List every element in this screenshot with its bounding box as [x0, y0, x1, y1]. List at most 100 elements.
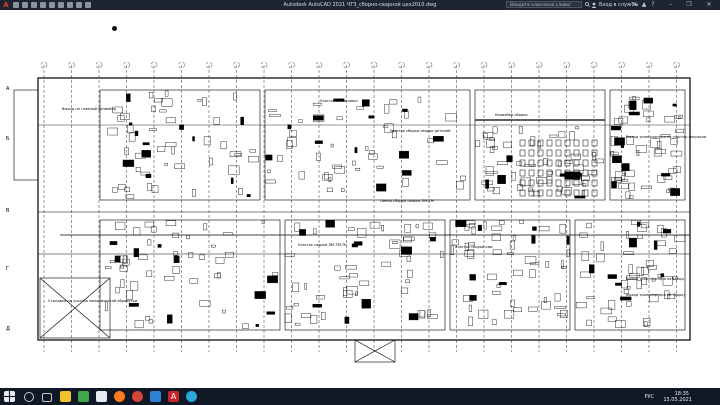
- equipment-block: [651, 277, 656, 282]
- equipment-block: [559, 224, 567, 234]
- help-icon[interactable]: ?: [651, 1, 655, 8]
- equipment-block: [668, 187, 676, 191]
- print-icon[interactable]: [49, 2, 55, 8]
- equipment-block: [339, 276, 350, 280]
- opera-icon[interactable]: [132, 391, 143, 402]
- column-axis-marker: [260, 61, 268, 69]
- equipment-block: [405, 279, 410, 283]
- equipment-block: [286, 140, 293, 149]
- equipment-block: [660, 273, 665, 277]
- clock-time[interactable]: 18:35: [674, 391, 689, 397]
- save-icon[interactable]: [31, 2, 37, 8]
- undo-icon[interactable]: [58, 2, 64, 8]
- equipment-block: [629, 100, 637, 110]
- search-input[interactable]: Введите ключевое слово/фразу: [506, 1, 582, 15]
- mail-icon[interactable]: [150, 391, 161, 402]
- search-taskbar-icon[interactable]: [24, 392, 34, 402]
- equipment-block: [383, 124, 388, 129]
- task-view-icon[interactable]: [42, 393, 52, 402]
- edge-icon[interactable]: [186, 391, 197, 402]
- equipment-block: [404, 224, 412, 233]
- autocad-logo[interactable]: A: [3, 1, 9, 9]
- equipment-block: [570, 153, 581, 160]
- minimize-button[interactable]: –: [669, 1, 673, 8]
- windows-start-icon[interactable]: [4, 391, 15, 402]
- equipment-block: [432, 136, 444, 142]
- equipment-block: [344, 316, 350, 324]
- exchange-apps-icon[interactable]: ✕: [632, 1, 638, 8]
- file-explorer-icon[interactable]: [60, 391, 71, 402]
- workstation-block: [582, 189, 589, 197]
- equipment-block: [242, 323, 249, 329]
- equipment-block: [130, 281, 139, 291]
- equipment-block: [173, 255, 180, 263]
- equipment-block: [299, 229, 306, 236]
- equipment-block: [628, 264, 633, 274]
- equipment-block: [625, 169, 635, 177]
- sign-in-link[interactable]: Вход в службы: [599, 2, 639, 8]
- equipment-block: [520, 177, 531, 186]
- equipment-block: [203, 136, 211, 146]
- workstation-block: [582, 149, 589, 157]
- restore-button[interactable]: ❐: [686, 1, 692, 8]
- workstation-block: [555, 169, 562, 177]
- autodesk-account-icon[interactable]: ▲: [641, 1, 647, 8]
- language-indicator[interactable]: РУС: [644, 394, 654, 400]
- column-axis-marker: [453, 61, 460, 69]
- equipment-block: [341, 188, 345, 192]
- equipment-block: [117, 115, 125, 122]
- equipment-block: [402, 236, 412, 243]
- equipment-block: [384, 123, 394, 133]
- clock-date[interactable]: 15.05.2021: [663, 397, 692, 403]
- equipment-block: [557, 160, 562, 167]
- app-green-icon[interactable]: [78, 391, 89, 402]
- search-icon[interactable]: [585, 2, 590, 7]
- customize-quick-access-icon[interactable]: [85, 2, 91, 8]
- equipment-block: [569, 131, 575, 141]
- equipment-block: [115, 286, 120, 294]
- workstation-block: [528, 149, 535, 157]
- title-bar: A Autodesk AutoCAD 2021 ЧТЗ_сборно-сварн…: [0, 0, 720, 15]
- equipment-block: [261, 219, 265, 224]
- close-button[interactable]: ✕: [706, 1, 712, 8]
- equipment-block: [643, 318, 651, 327]
- workstation-block: [546, 149, 553, 157]
- equipment-block: [126, 93, 131, 102]
- user-icon[interactable]: [591, 2, 597, 8]
- equipment-block: [571, 176, 582, 185]
- equipment-block: [345, 265, 357, 270]
- equipment-block: [497, 174, 506, 184]
- new-file-icon[interactable]: [13, 2, 19, 8]
- open-file-icon[interactable]: [22, 2, 28, 8]
- equipment-block: [579, 232, 588, 238]
- workstation-block: [546, 169, 553, 177]
- autocad-taskbar-icon[interactable]: A: [168, 391, 179, 402]
- equipment-block: [330, 143, 334, 148]
- equipment-block: [349, 273, 358, 278]
- app-white-icon[interactable]: [96, 391, 107, 402]
- workstation-block: [564, 169, 571, 177]
- share-icon[interactable]: [76, 2, 82, 8]
- equipment-block: [249, 149, 256, 153]
- equipment-block: [471, 226, 476, 235]
- equipment-block: [513, 269, 523, 276]
- equipment-block: [510, 299, 515, 307]
- equipment-block: [611, 177, 622, 183]
- equipment-block: [402, 170, 412, 176]
- redo-icon[interactable]: [67, 2, 73, 8]
- workstation-block: [582, 139, 589, 147]
- equipment-block: [304, 283, 307, 290]
- equipment-block: [487, 273, 497, 281]
- firefox-icon[interactable]: [114, 391, 125, 402]
- equipment-block: [164, 163, 168, 166]
- workstation-block: [582, 179, 589, 187]
- equipment-block: [549, 134, 558, 138]
- equipment-block: [157, 244, 162, 248]
- note-lower-mid: Участок сборки рам: [455, 245, 493, 249]
- equipment-block: [600, 307, 612, 315]
- equipment-block: [369, 221, 381, 229]
- equipment-block: [430, 237, 436, 242]
- equipment-block: [389, 239, 401, 249]
- save-as-icon[interactable]: [40, 2, 46, 8]
